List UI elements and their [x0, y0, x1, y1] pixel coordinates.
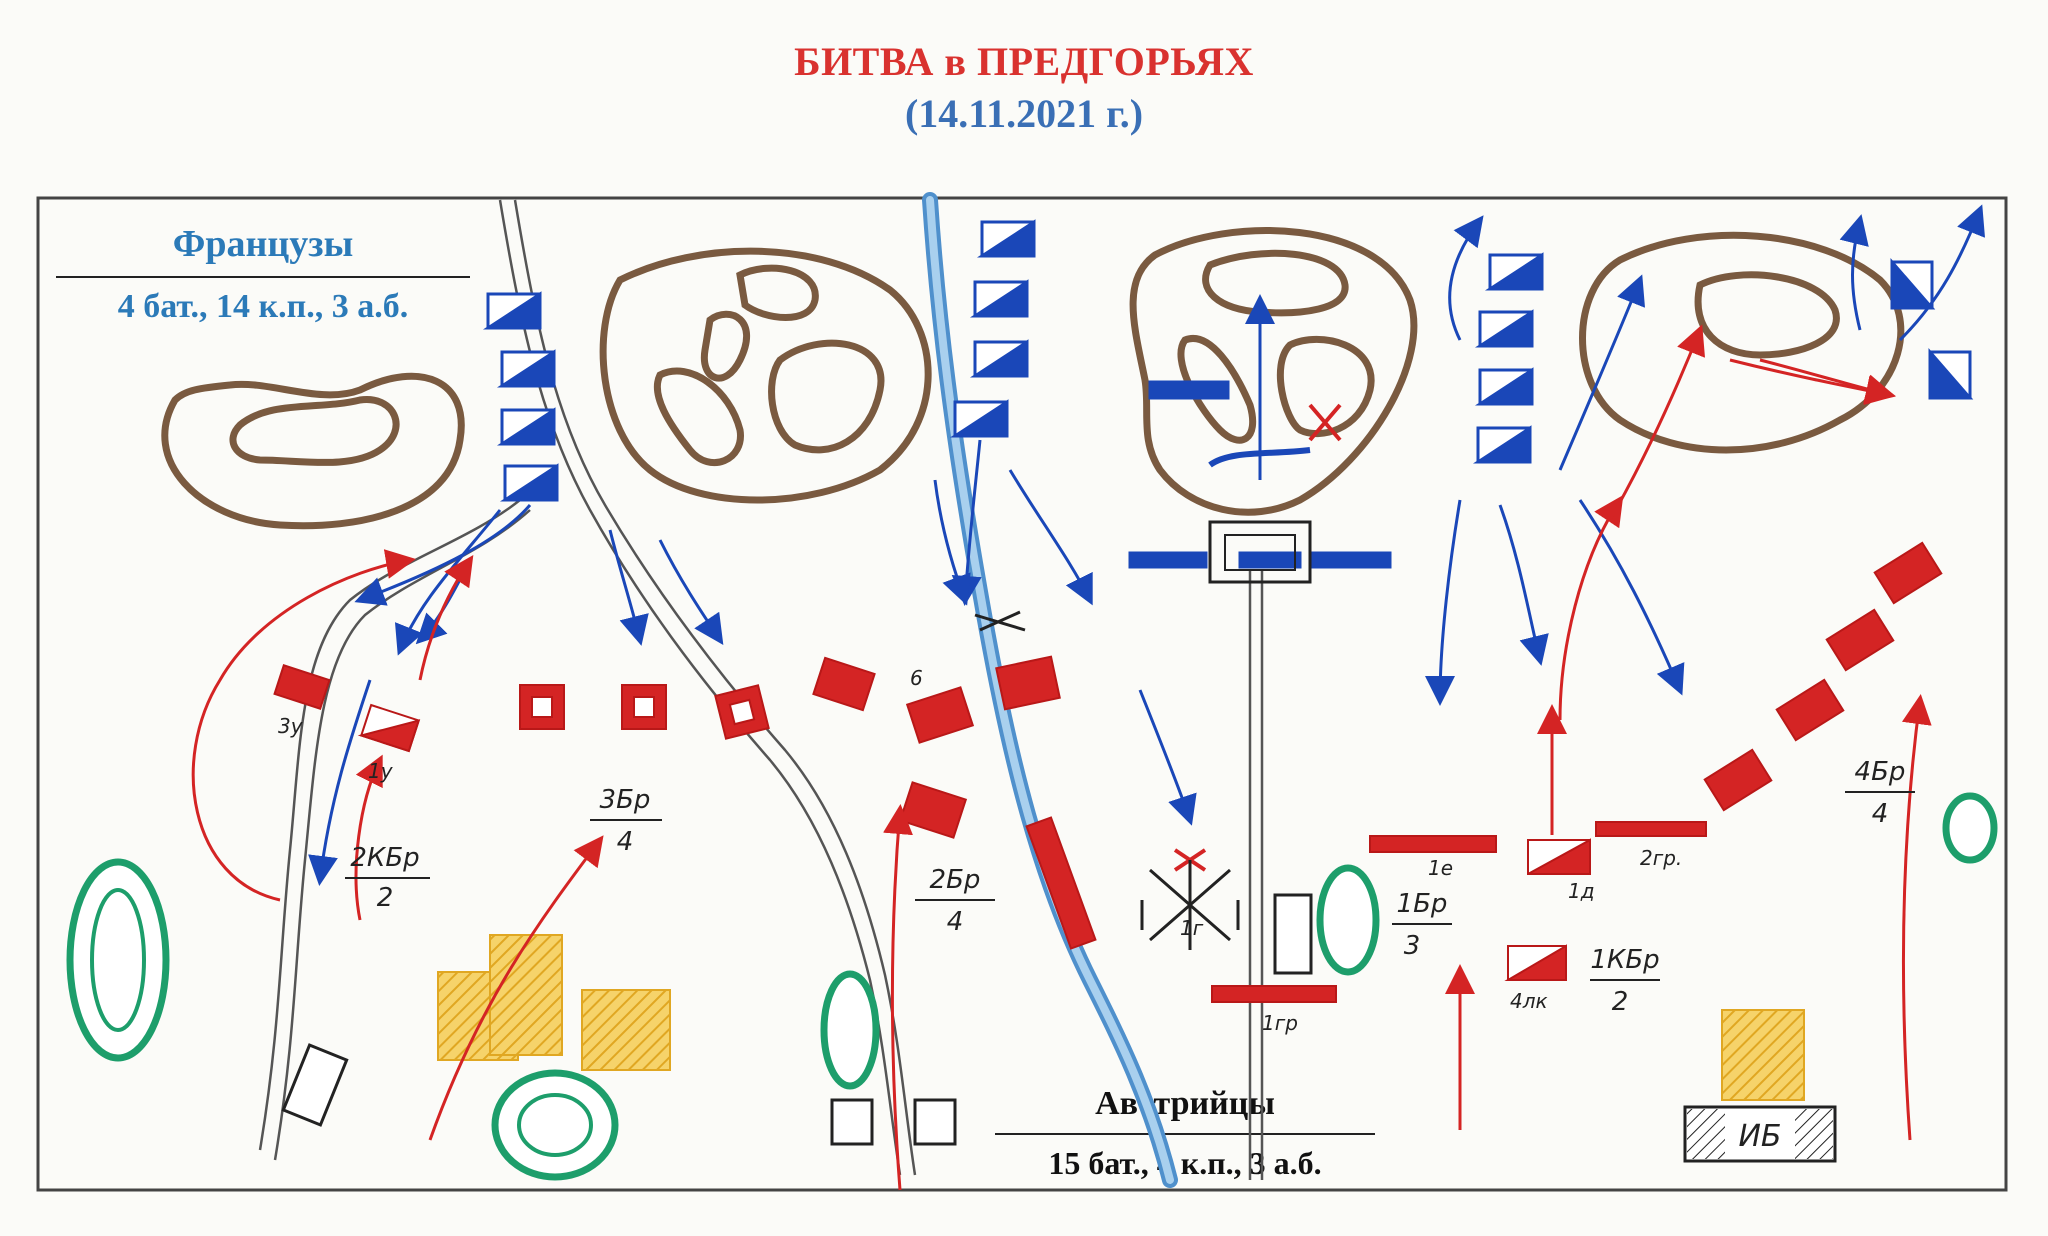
austrian-cavalry	[357, 703, 421, 753]
redoubt	[1208, 520, 1312, 584]
brigade-b4: 4Бр 4	[1845, 757, 1915, 829]
austrian-battalion	[1775, 678, 1845, 742]
svg-text:1КБр: 1КБр	[1590, 945, 1659, 975]
austrian-battalion	[1703, 748, 1773, 812]
austrian-battalion	[898, 781, 968, 839]
label-4lk: 4лк	[1510, 989, 1548, 1013]
austrian-battalion	[714, 684, 770, 740]
french-battalion	[496, 349, 556, 388]
brigade-kb2: 2КБр 2	[345, 843, 430, 913]
svg-text:2: 2	[1612, 987, 1629, 1017]
label-1gr: 1гр	[1262, 1011, 1298, 1035]
french-force: 4 бат., 14 к.п., 3 а.б.	[117, 288, 409, 325]
austrian-movements	[191, 324, 1932, 1191]
villages	[437, 934, 1805, 1101]
unit-labels: 3у 1у 6 1е 1д 2гр. 1гр 4лк 1г	[278, 666, 1682, 1035]
austrian-cavalry	[1504, 944, 1567, 981]
french-artillery	[1128, 551, 1208, 569]
french-name: Французы	[56, 222, 470, 278]
label-1g: 1г	[1180, 916, 1204, 940]
french-battalion	[1928, 347, 1974, 400]
map-title: БИТВА в ПРЕДГОРЬЯХ	[794, 39, 1254, 84]
austrian-battalion	[995, 655, 1061, 711]
woods	[66, 792, 1998, 1181]
french-artillery	[1308, 551, 1392, 569]
french-battalion	[1474, 309, 1534, 348]
french-legend: Французы 4 бат., 14 к.п., 3 а.б.	[56, 222, 470, 326]
svg-text:2Бр: 2Бр	[930, 865, 981, 895]
brigade-kb1: 1КБр 2	[1590, 945, 1660, 1017]
austrian-cavalry	[1527, 838, 1591, 875]
austrian-line	[1211, 985, 1337, 1003]
austrian-battalion	[905, 686, 975, 744]
map-border	[36, 196, 2008, 1192]
french-units	[482, 219, 1974, 584]
austrian-battalion	[519, 684, 565, 730]
french-battalion	[496, 407, 556, 446]
artillery-fight-marker	[974, 610, 1240, 950]
french-artillery	[1238, 551, 1302, 569]
austrian-force: 15 бат., 4 к.п., 3 а.б.	[1048, 1145, 1322, 1181]
svg-text:4: 4	[617, 827, 634, 857]
austrian-battalion	[1873, 541, 1943, 605]
french-battalion	[482, 291, 542, 330]
austrian-line	[1595, 821, 1707, 837]
battle-date: (14.11.2021 г.)	[904, 91, 1144, 136]
austrian-battalion	[621, 684, 667, 730]
french-line	[1208, 447, 1311, 468]
french-battalion	[969, 339, 1029, 378]
label-1e: 1е	[1428, 856, 1453, 880]
label-2gr: 2гр.	[1640, 846, 1682, 870]
french-battalion	[499, 463, 559, 502]
brigade-b2: 2Бр 4	[915, 865, 995, 937]
svg-text:3Бр: 3Бр	[600, 785, 651, 815]
austrian-cavalry	[273, 664, 331, 710]
svg-text:4: 4	[947, 907, 964, 937]
svg-text:2: 2	[377, 883, 394, 913]
austrian-line	[1369, 835, 1497, 853]
svg-text:1Бр: 1Бр	[1397, 889, 1448, 919]
brigade-labels: 2КБр 2 3Бр 4 2Бр 4 1Бр 3 1КБр 2 4Бр 4	[345, 757, 1915, 1017]
svg-text:4: 4	[1872, 799, 1889, 829]
austrian-legend: Австрийцы 15 бат., 4 к.п., 3 а.б.	[995, 1085, 1375, 1182]
label-b: 6	[910, 666, 923, 690]
french-battalion	[969, 279, 1029, 318]
label-1u: 1у	[368, 759, 394, 783]
french-battalion	[949, 399, 1009, 438]
austrian-battalion	[1025, 816, 1097, 950]
french-battalion	[976, 219, 1036, 258]
svg-text:2КБр: 2КБр	[350, 843, 419, 873]
austrian-units	[273, 541, 1943, 1003]
hq-label: ИБ	[1738, 1119, 1781, 1154]
brigade-b3: 3Бр 4	[590, 785, 662, 857]
brigade-b1: 1Бр 3	[1392, 889, 1452, 961]
austrian-name: Австрийцы	[995, 1085, 1375, 1135]
hq-marker: ИБ	[1683, 1105, 1837, 1163]
french-artillery	[1148, 380, 1230, 400]
label-3u: 3у	[278, 714, 304, 738]
casualty-markers	[1173, 403, 1342, 872]
french-movements	[308, 204, 1986, 886]
label-1d: 1д	[1568, 879, 1595, 903]
french-battalion	[1890, 257, 1936, 310]
french-battalion	[1472, 425, 1532, 464]
buildings	[281, 893, 1313, 1146]
austrian-battalion	[1825, 608, 1895, 672]
austrian-battalion	[812, 656, 876, 712]
svg-text:3: 3	[1404, 931, 1421, 961]
svg-text:4Бр: 4Бр	[1855, 757, 1906, 787]
french-battalion	[1484, 252, 1544, 291]
hills	[161, 227, 1905, 530]
french-battalion	[1474, 367, 1534, 406]
